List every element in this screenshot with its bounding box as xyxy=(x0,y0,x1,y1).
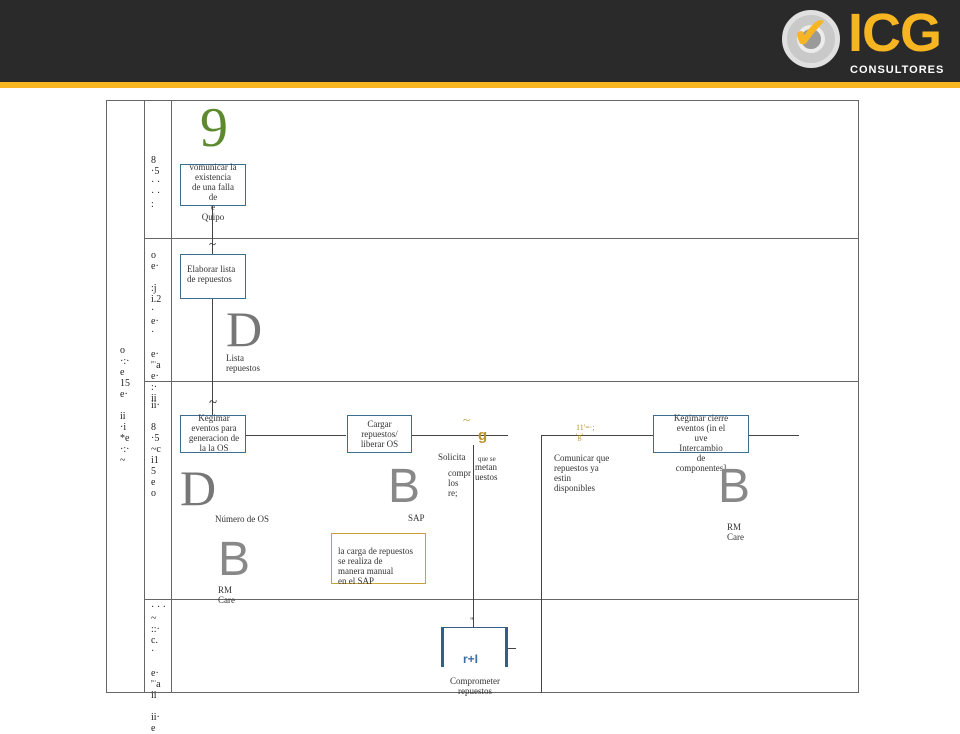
swimlane-frame xyxy=(106,100,859,693)
tilde-mark: ~ xyxy=(209,395,218,411)
connector xyxy=(541,435,542,693)
task-registrar-cierre-label: Kegimar cierre eventos (in el uve Interc… xyxy=(673,413,729,473)
database-sap-label: SAP xyxy=(408,513,425,523)
database-icon: B xyxy=(718,460,751,513)
header-accent-rule xyxy=(0,82,960,88)
database-icon: B xyxy=(218,533,251,586)
document-icon: D xyxy=(180,460,217,516)
task-comunicar-disponibles-label: Comunicar que repuestos ya estin disponi… xyxy=(554,453,610,493)
database-rm-care-label: RM Care xyxy=(218,585,235,605)
connector xyxy=(412,435,508,436)
gateway-text-metan: metan uestos xyxy=(475,462,498,482)
tilde-mark: ~ xyxy=(209,236,217,251)
task-elaborar-lista-label: Elaborar lista de repuestos xyxy=(187,264,236,284)
start-event-glyph: 9 xyxy=(200,97,228,159)
subprocess-marker-icon: r+I xyxy=(463,652,479,666)
task-comprometer-repuestos[interactable] xyxy=(441,627,508,667)
database-rm-care-label: RM Care xyxy=(727,522,744,542)
gateway-text-que: que se xyxy=(478,455,496,463)
database-icon: B xyxy=(388,460,421,513)
gateway-tilde: ~ xyxy=(463,412,471,427)
connector xyxy=(212,206,213,254)
gateway-text-solicita: Solicita xyxy=(438,452,466,462)
connector xyxy=(246,435,346,436)
task-comprometer-label: Comprometer repuestos xyxy=(450,676,500,696)
lane-label-2: o e· :j i.2 · e· · e· '¨a e· :· ii xyxy=(151,250,162,404)
task-cargar-repuestos[interactable] xyxy=(347,415,412,453)
logo-subtext: CONSULTORES xyxy=(850,64,945,76)
pool-label-column xyxy=(106,100,145,693)
task-comunicar-falla-label: vomunicar la existencia de una falla de … xyxy=(189,162,237,222)
connector xyxy=(749,435,799,436)
connector xyxy=(212,299,213,415)
pool-label: o ·:· e 15 e· ii ·i *e ·:· ~ xyxy=(120,345,130,466)
connector xyxy=(541,435,653,436)
gateway-glyph: g xyxy=(478,427,488,444)
document-icon: D xyxy=(226,301,263,357)
document-lista-label: Lista repuestos xyxy=(226,353,260,373)
lane-label-1: 8 ·5 · · · · : xyxy=(151,155,161,210)
gateway-text-compr: compr los re; xyxy=(448,468,471,498)
logo-check-icon: ✔ xyxy=(792,8,829,59)
logo-ring-icon xyxy=(782,10,840,68)
lane-label-3: ii· 8 ·5 ~c i1 5 e o xyxy=(151,400,161,499)
lane-divider xyxy=(145,238,859,239)
task-registrar-cierre[interactable] xyxy=(653,415,749,453)
task-comunicar-falla[interactable] xyxy=(180,164,246,206)
task-elaborar-lista[interactable] xyxy=(180,254,246,299)
logo-text: ICG xyxy=(848,3,942,63)
annotation-carga-manual-text: la carga de repuestos se realiza de mane… xyxy=(338,546,414,586)
task-registrar-eventos-label: Kegimar eventos para generacion de la la… xyxy=(188,413,240,453)
lane-divider xyxy=(145,599,859,600)
task-cargar-repuestos-label: Cargar repuestos/ liberar OS xyxy=(360,419,399,449)
lane-label-column xyxy=(145,100,172,693)
comprometer-quote: " xyxy=(470,616,474,626)
document-os-label: Número de OS xyxy=(215,514,269,524)
connector xyxy=(473,445,474,627)
annotation-carga-manual xyxy=(331,533,426,584)
gateway-marks: 11'=·; 'g' xyxy=(576,423,595,441)
lane-label-4: · · · ~ ::· c. · e· '¨a ii ii· e xyxy=(151,602,166,734)
lane-divider xyxy=(145,381,859,382)
connector xyxy=(508,648,516,649)
task-registrar-eventos[interactable] xyxy=(180,415,246,453)
